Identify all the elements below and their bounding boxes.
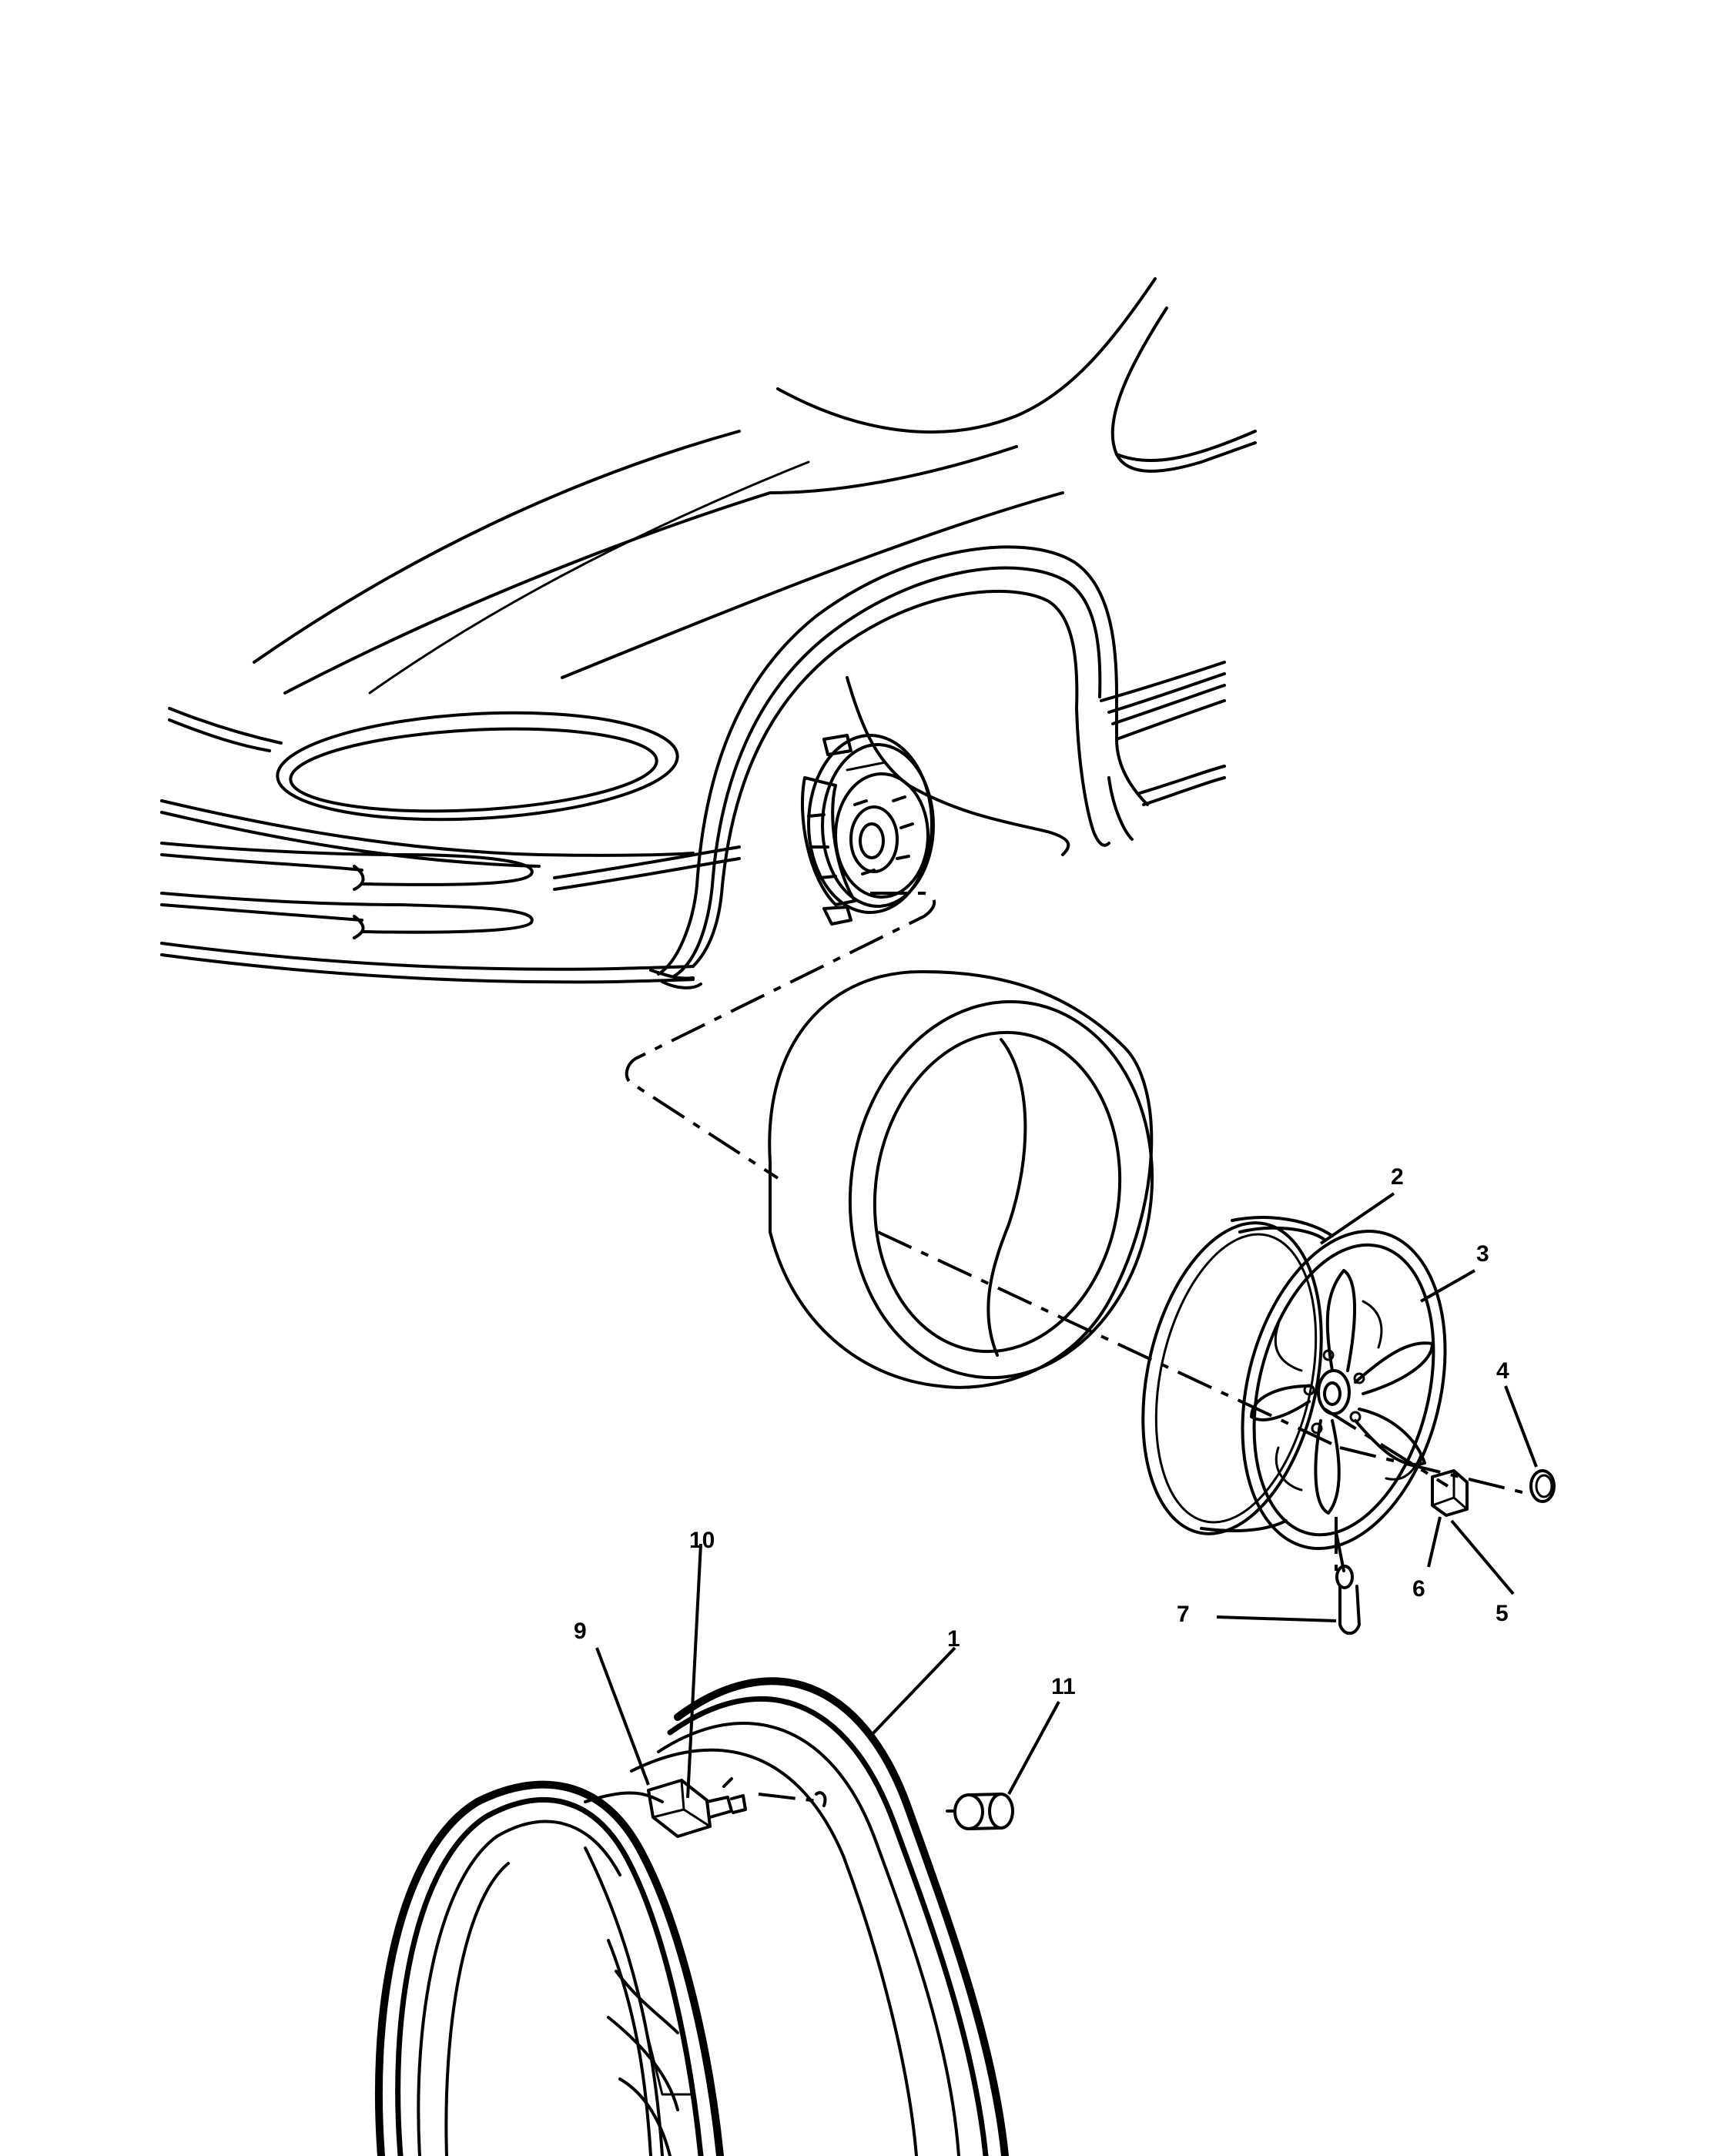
- brake-rotor-hub: [800, 734, 935, 926]
- tire: [768, 969, 1154, 1389]
- callout-1: 1: [947, 1626, 960, 1652]
- callout-5: 5: [1496, 1601, 1509, 1626]
- explode-path: [625, 892, 1529, 1803]
- alloy-wheel: [1141, 1216, 1447, 1635]
- callout-11: 11: [1051, 1674, 1076, 1699]
- vehicle-front-body: [160, 277, 1257, 989]
- callout-6: 6: [1412, 1576, 1425, 1602]
- callout-3: 3: [1476, 1241, 1489, 1267]
- leader-lines: [595, 1192, 1538, 1799]
- callout-10: 10: [689, 1528, 715, 1553]
- rim-section: [374, 1677, 1014, 2156]
- callout-4: 4: [1496, 1358, 1509, 1384]
- callout-9: 9: [574, 1619, 587, 1644]
- callout-2: 2: [1391, 1164, 1404, 1190]
- callout-7: 7: [1177, 1602, 1190, 1627]
- hub-cap-and-lug-nut: [1431, 1469, 1556, 1517]
- callout-labels: 1 2 3 4 5 6 7 9 10 11: [574, 1164, 1509, 1699]
